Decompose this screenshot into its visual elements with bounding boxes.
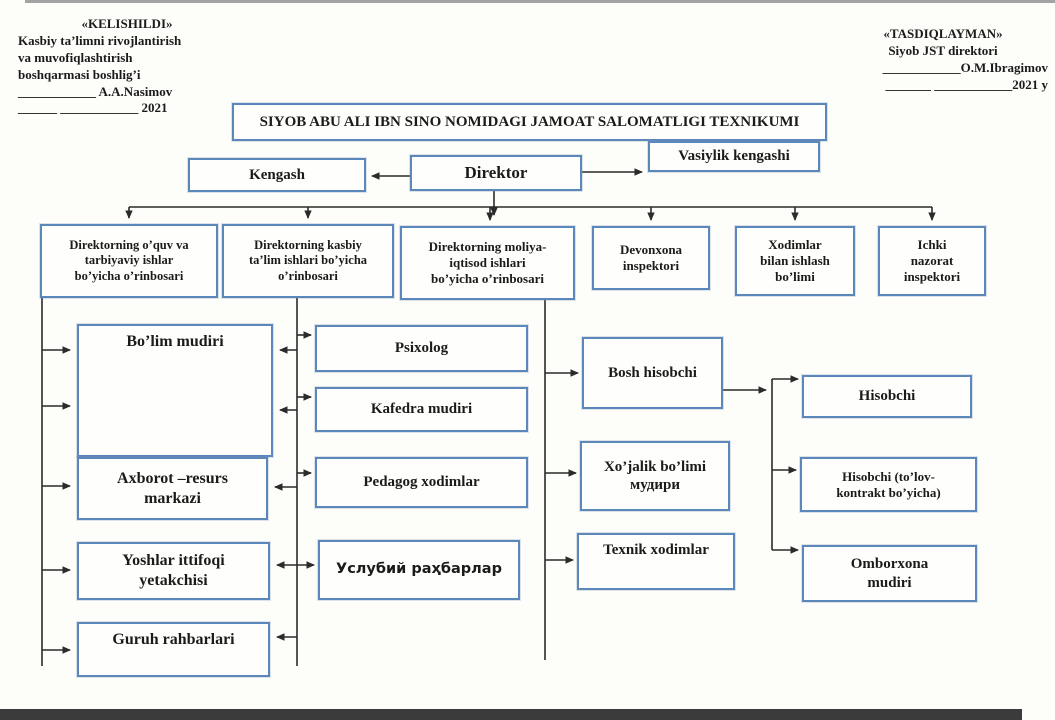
- node-bosh-hisobchi: Bosh hisobchi: [582, 337, 723, 409]
- approval-right-signature: ____________O.M.Ibragimov: [882, 59, 1048, 75]
- node-deputy-moliya-iqtisod: Direktorning moliya- iqtisod ishlari bo’…: [400, 226, 575, 300]
- node-uslubiy-rahbarlar: Услубий раҳбарлар: [318, 540, 520, 600]
- node-xodimlar-bolimi: Xodimlar bilan ishlash bo’limi: [735, 226, 855, 296]
- node-pedagog-xodimlar: Pedagog xodimlar: [315, 457, 528, 508]
- node-hisobchi-tolov-kontrakt: Hisobchi (to’lov- kontrakt bo’yicha): [800, 457, 977, 512]
- approval-left-heading: «KELISHILDI»: [81, 16, 173, 31]
- node-bolim-mudiri: Bo’lim mudiri: [77, 324, 273, 457]
- approval-left-signature: ____________ A.A.Nasimov: [18, 83, 173, 99]
- node-xojalik-bolimi-mudiri: Xo’jalik bo’limi мудири: [580, 441, 730, 511]
- node-kengash: Kengash: [188, 158, 366, 192]
- node-devonxona-inspektori: Devonxona inspektori: [592, 226, 710, 290]
- node-omborxona-mudiri: Omborxona mudiri: [802, 545, 977, 602]
- approval-block-left: «KELISHILDI» Kasbiy ta’limni rivojlantir…: [18, 16, 236, 117]
- approval-left-line: Kasbiy ta’limni rivojlantirish: [18, 32, 182, 48]
- top-rule: [25, 0, 1055, 3]
- org-title-box: SIYOB ABU ALI IBN SINO NOMIDAGI JAMOAT S…: [232, 103, 827, 141]
- node-psixolog: Psixolog: [315, 325, 528, 372]
- node-hisobchi: Hisobchi: [802, 375, 972, 418]
- node-deputy-oquv-tarbiyaviy: Direktorning o’quv va tarbiyaviy ishlar …: [40, 224, 218, 298]
- node-texnik-xodimlar: Texnik xodimlar: [577, 533, 735, 590]
- node-guruh-rahbarlari: Guruh rahbarlari: [77, 622, 270, 677]
- approval-right-heading: «TASDIQLAYMAN»: [883, 26, 1003, 41]
- approval-right-line: Siyob JST direktori: [888, 42, 998, 58]
- node-direktor: Direktor: [410, 155, 582, 191]
- node-deputy-kasbiy-talim: Direktorning kasbiy ta’lim ishlari bo’yi…: [222, 224, 394, 298]
- node-ichki-nazorat-inspektori: Ichki nazorat inspektori: [878, 226, 986, 296]
- bottom-bar: [0, 709, 1022, 720]
- node-yoshlar-ittifoqi-yetakchisi: Yoshlar ittifoqi yetakchisi: [77, 542, 270, 600]
- approval-block-right: «TASDIQLAYMAN» Siyob JST direktori _____…: [838, 26, 1048, 94]
- approval-right-date: _______ ____________2021 y: [885, 76, 1049, 92]
- node-axborot-resurs-markazi: Axborot –resurs markazi: [77, 457, 268, 520]
- approval-left-line: boshqarmasi boshlig’i: [18, 66, 141, 82]
- node-kafedra-mudiri: Kafedra mudiri: [315, 387, 528, 432]
- node-vasiylik-kengashi: Vasiylik kengashi: [648, 141, 820, 172]
- approval-left-date: ______ ____________ 2021: [18, 100, 168, 116]
- approval-left-line: va muvofiqlashtirish: [18, 49, 133, 65]
